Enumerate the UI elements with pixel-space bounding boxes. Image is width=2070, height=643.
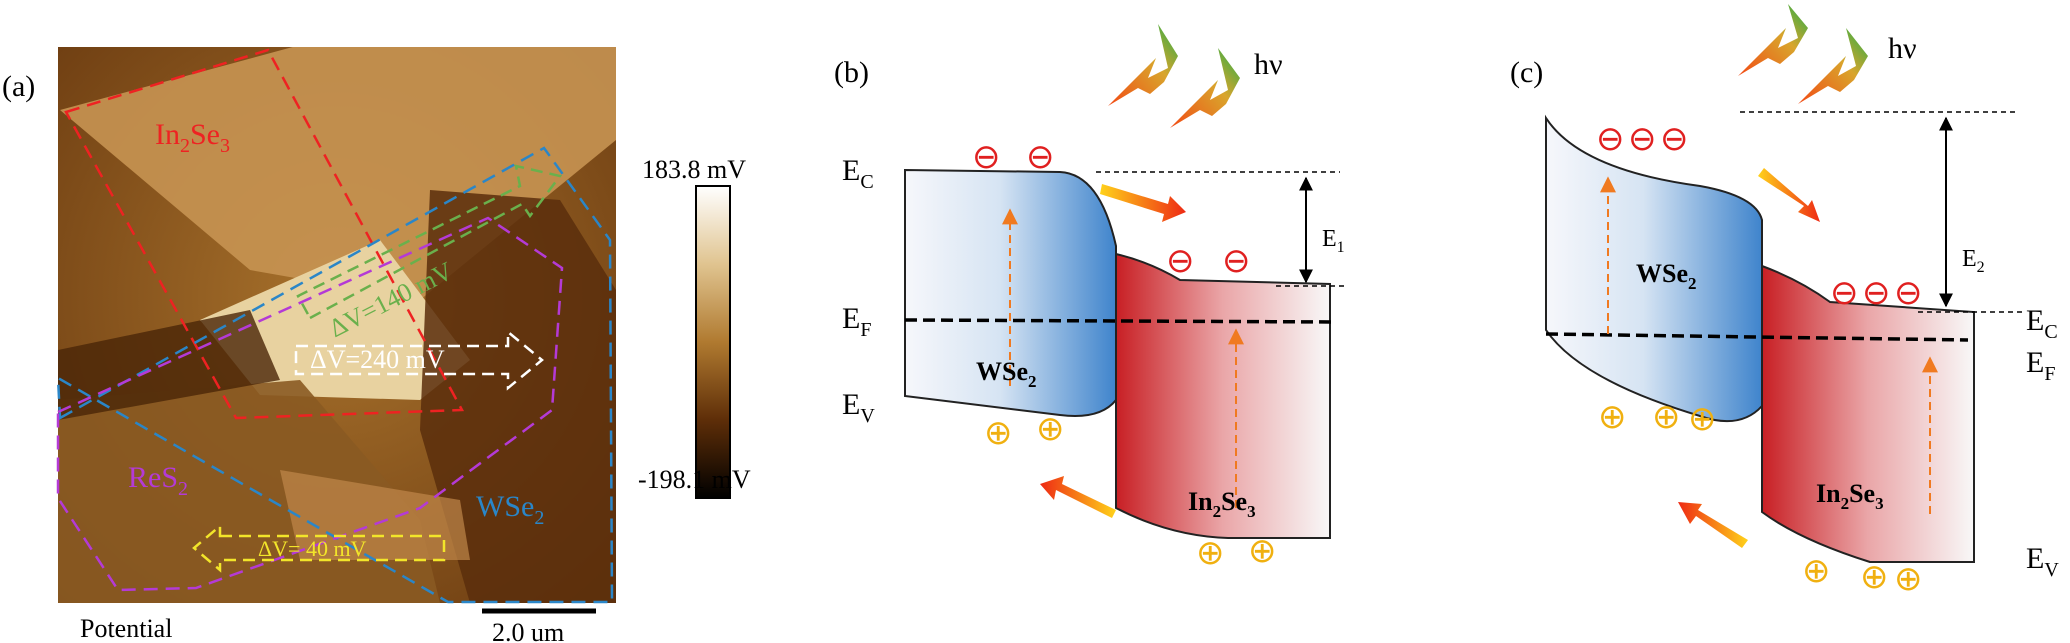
in2se3-band [1115, 252, 1331, 539]
hole-symbol: ⊕ [1196, 535, 1225, 572]
wse2-label: WSe2 [976, 357, 1037, 391]
potential-label: Potential [80, 614, 172, 643]
hole-transfer-arrow [1678, 502, 1748, 548]
light-bolt-icon [1798, 28, 1868, 104]
panel-a: (a) In2Se3 ReS2 WSe2 ΔV=140 mV ΔV=24 [2, 47, 751, 643]
wse2-label: WSe2 [1636, 259, 1697, 293]
electron-symbol: ⊖ [1660, 121, 1689, 158]
dv-green-arrow [296, 164, 563, 320]
res2-outline [56, 216, 564, 592]
ec-label: EC [842, 154, 874, 193]
hole-symbol: ⊕ [1598, 399, 1627, 436]
in2se3-band [1761, 264, 1975, 563]
e1-label: E1 [1322, 226, 1345, 256]
colorbar-max-label: 183.8 mV [642, 155, 746, 184]
light-bolt-icon [1108, 24, 1178, 106]
in2se3-label: In2Se3 [1188, 487, 1256, 521]
electron-symbol: ⊖ [1222, 243, 1251, 280]
panel-b: (b) hν E1 EC EF EV WSe2 In2Se3 ⊖ ⊖ ⊖ ⊖ [834, 24, 1345, 572]
electron-symbol: ⊖ [1862, 275, 1891, 312]
hole-symbol: ⊕ [1248, 533, 1277, 570]
hole-symbol: ⊕ [1802, 553, 1831, 590]
ec-label: EC [2026, 304, 2058, 343]
electron-symbol: ⊖ [1830, 275, 1859, 312]
light-bolt-icon [1738, 4, 1808, 76]
ef-label: EF [842, 302, 871, 341]
hole-symbol: ⊕ [1894, 561, 1923, 598]
colorbar [695, 185, 731, 499]
dv-white-label: ΔV=240 mV [310, 345, 445, 374]
dv-white-arrow [294, 329, 544, 391]
dv-yellow-label: ΔV= 40 mV [258, 536, 367, 561]
electron-symbol: ⊖ [1166, 243, 1195, 280]
hole-symbol: ⊕ [1652, 399, 1681, 436]
in2se3-outline [64, 48, 465, 420]
electron-transfer-arrow [1758, 168, 1820, 222]
panel-b-label: (b) [834, 56, 869, 89]
hole-transfer-arrow [1040, 476, 1116, 518]
electron-symbol: ⊖ [1628, 121, 1657, 158]
dv-yellow-arrow [192, 523, 446, 573]
electron-symbol: ⊖ [1026, 139, 1055, 176]
electron-transfer-arrow [1100, 184, 1186, 222]
scale-bar-label: 2.0 um [492, 618, 564, 643]
hv-label: hν [1888, 32, 1917, 65]
panel-a-label: (a) [2, 70, 35, 103]
hv-label: hν [1254, 48, 1283, 81]
hole-symbol: ⊕ [984, 415, 1013, 452]
e2-label: E2 [1962, 246, 1985, 276]
panel-c-label: (c) [1510, 56, 1543, 89]
colorbar-min-label: -198.1 mV [638, 465, 751, 494]
in2se3-label: In2Se3 [1816, 479, 1884, 513]
electron-symbol: ⊖ [972, 139, 1001, 176]
light-bolt-icon [1170, 48, 1240, 128]
hole-symbol: ⊕ [1860, 559, 1889, 596]
wse2-outline [56, 146, 614, 604]
ev-label: EV [2026, 542, 2059, 581]
in2se3-region-label: In2Se3 [155, 118, 230, 157]
afm-potential-map [58, 47, 616, 603]
hole-symbol: ⊕ [1036, 411, 1065, 448]
wse2-region-label: WSe2 [476, 490, 544, 529]
ef-label: EF [2026, 346, 2055, 385]
fermi-level-line [1545, 332, 1969, 342]
hole-symbol: ⊕ [1688, 401, 1717, 438]
panel-c: (c) hν E2 EC EF EV WSe2 In2Se3 ⊖ ⊖ ⊖ ⊖ ⊖… [1510, 4, 2059, 598]
res2-region-label: ReS2 [128, 461, 188, 500]
electron-symbol: ⊖ [1894, 275, 1923, 312]
ev-label: EV [842, 388, 875, 427]
electron-symbol: ⊖ [1596, 121, 1625, 158]
